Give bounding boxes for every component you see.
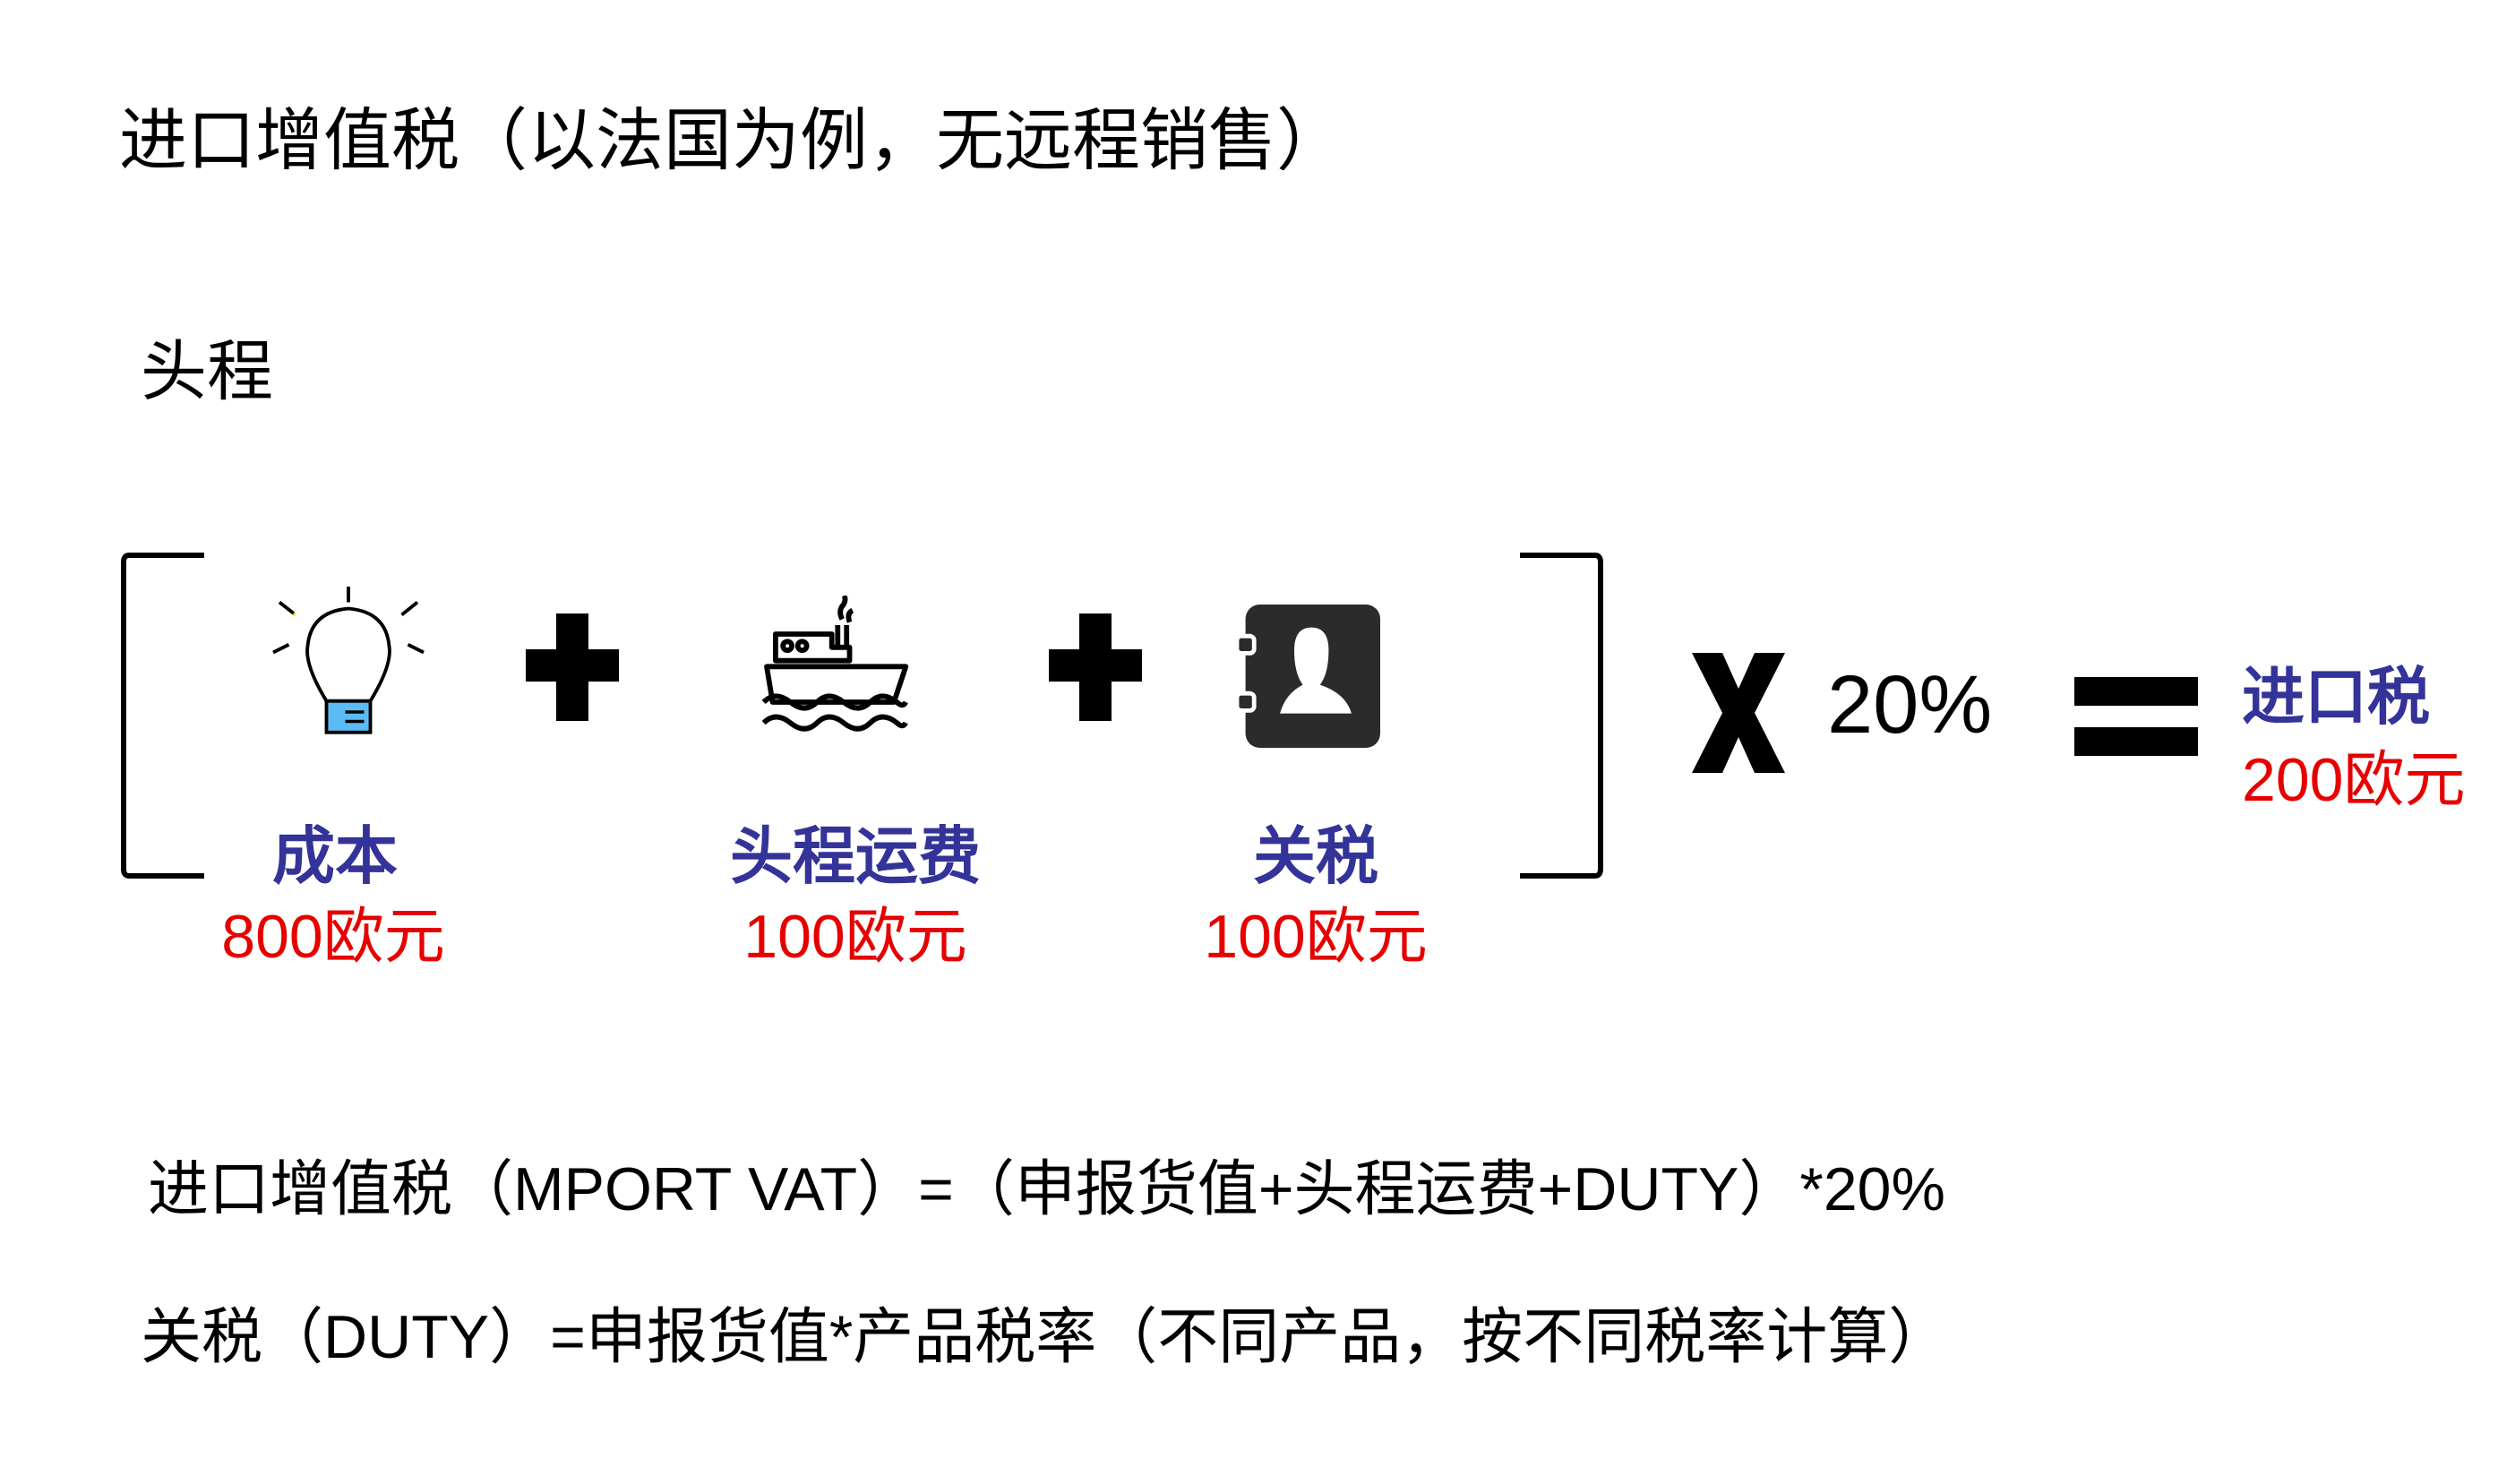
- right-bracket: [1520, 553, 1603, 879]
- result-value: 200欧元: [2242, 746, 2466, 814]
- left-bracket: [121, 553, 204, 879]
- lightbulb-icon: [272, 587, 425, 734]
- item-label: 成本: [272, 821, 398, 891]
- item-value: 800欧元: [221, 903, 445, 971]
- item-value: 100欧元: [743, 903, 967, 971]
- tax-rate: 20%: [1827, 659, 1993, 751]
- page-title: 进口增值税（以法国为例，无远程销售）: [119, 103, 1344, 179]
- ship-icon: [761, 596, 909, 732]
- item-value: 100欧元: [1204, 903, 1428, 971]
- equals-icon: [2074, 677, 2198, 756]
- result-label: 进口税: [2242, 662, 2430, 732]
- plus-icon: [526, 613, 619, 721]
- plus-icon: [1049, 613, 1142, 721]
- section-subtitle: 头程: [141, 334, 273, 408]
- formula-duty: 关税（DUTY）=申报货值*产品税率（不同产品，按不同税率计算）: [141, 1303, 1950, 1371]
- multiply-icon: [1692, 653, 1785, 773]
- contact-book-icon: [1236, 605, 1380, 748]
- item-label: 关税: [1253, 821, 1378, 891]
- formula-import-vat: 进口增值税（MPORT VAT）=（申报货值+头程运费+DUTY）*20%: [148, 1155, 1945, 1223]
- item-label: 头程运费: [730, 821, 981, 891]
